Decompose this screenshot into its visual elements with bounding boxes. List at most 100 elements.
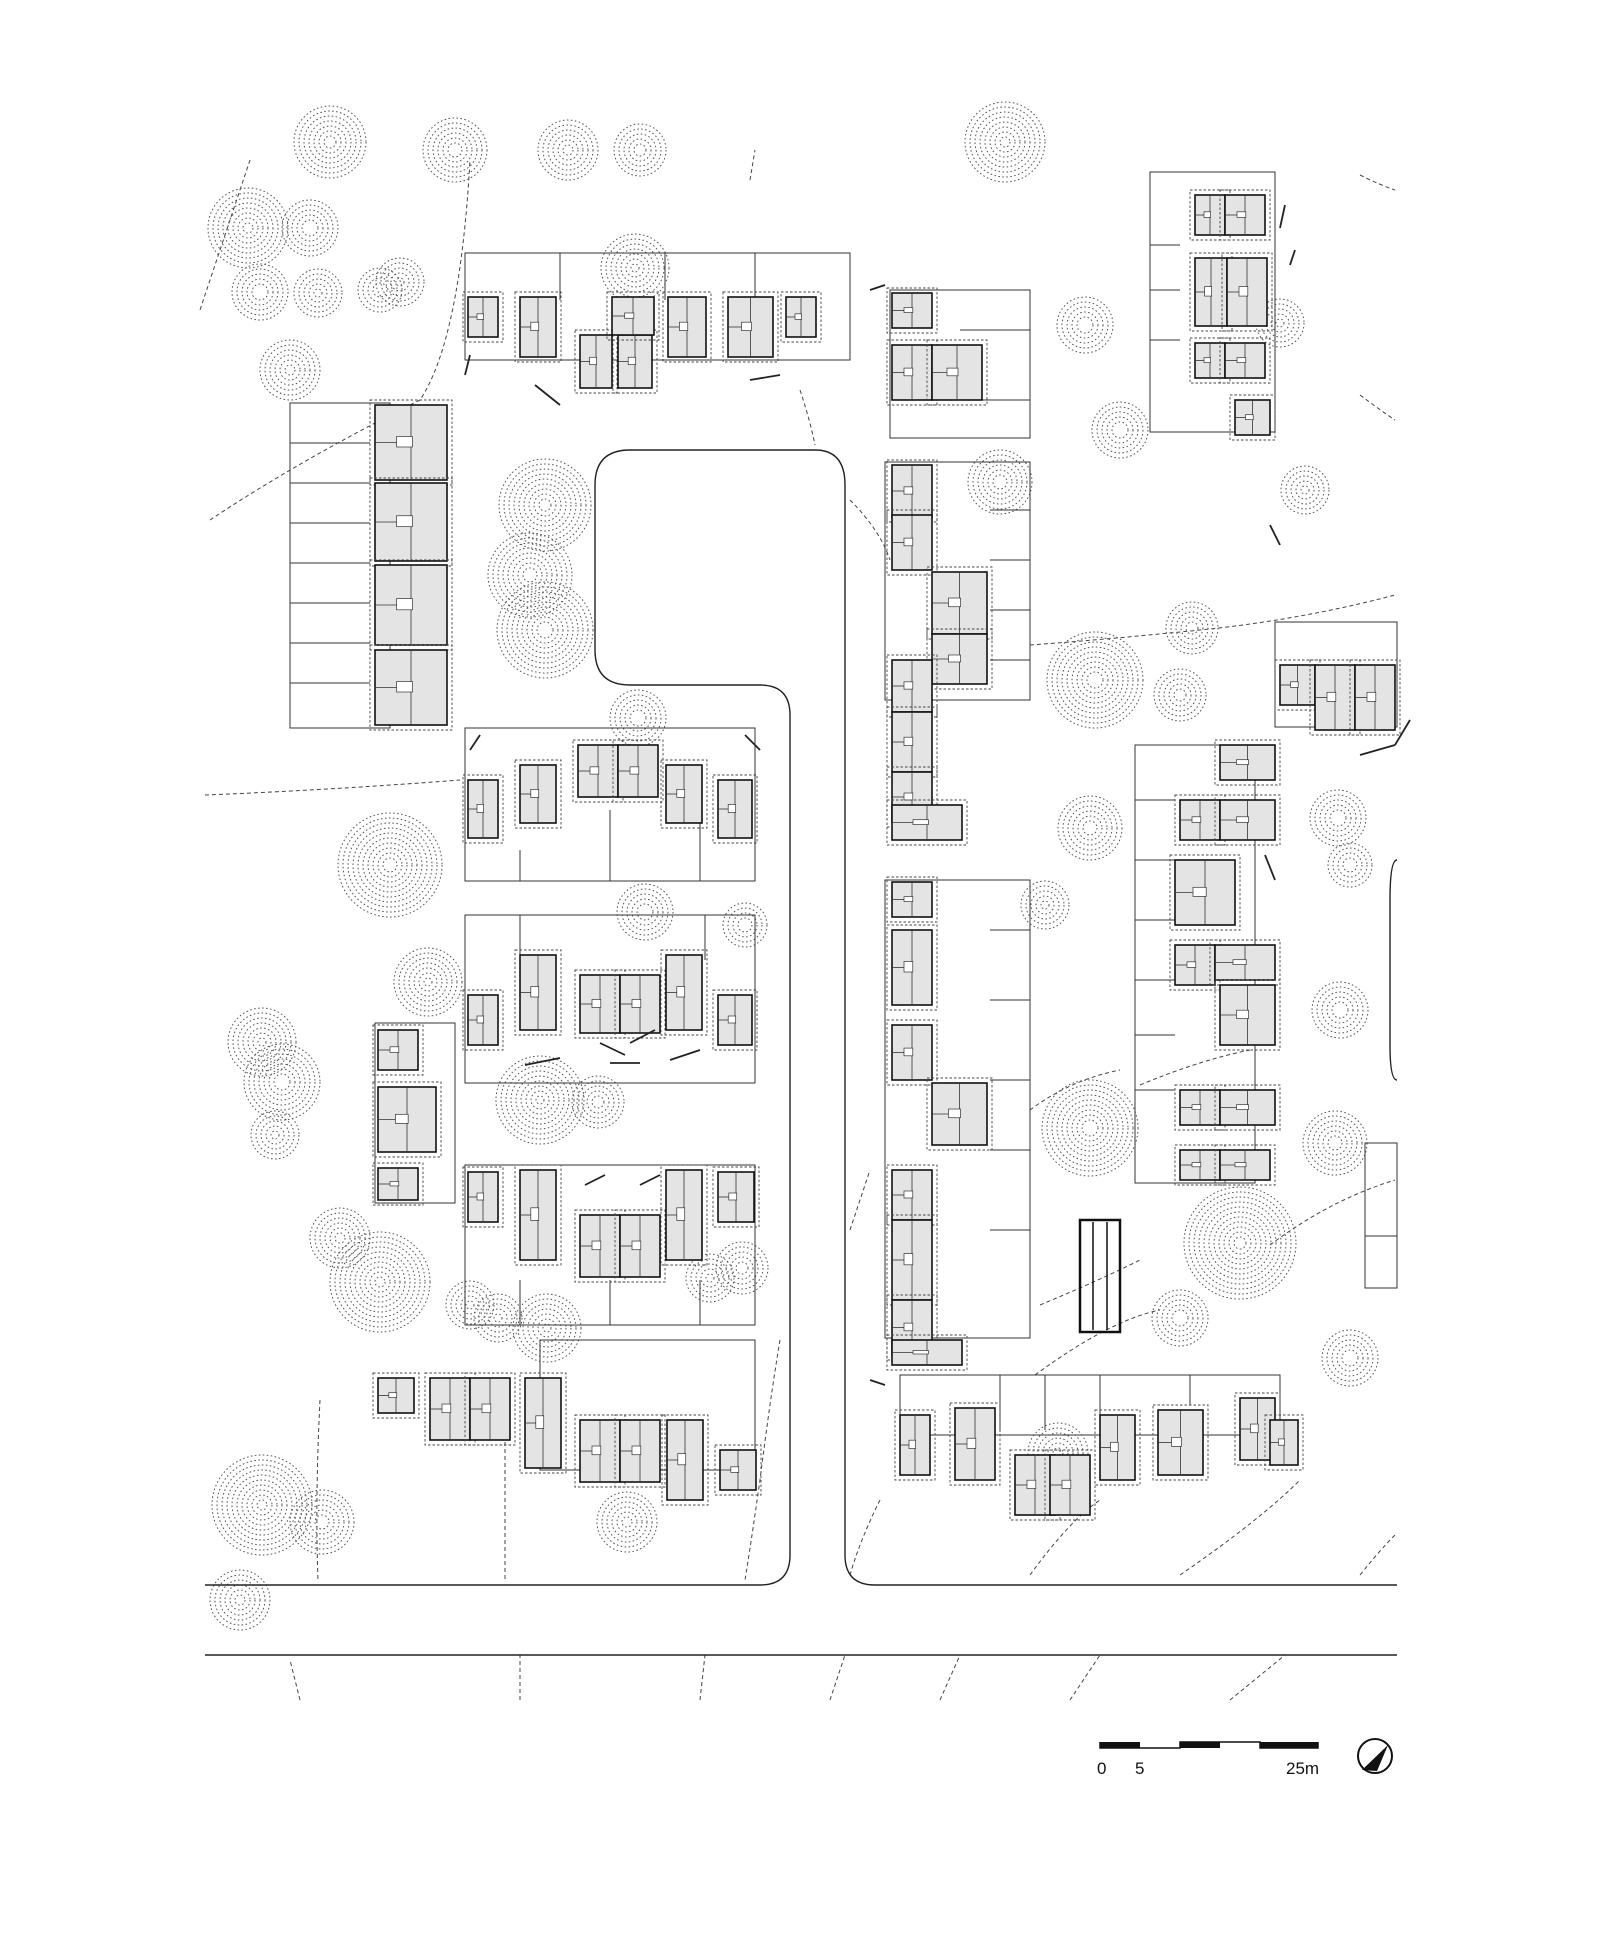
tree-ring bbox=[496, 581, 594, 679]
unit-setback bbox=[886, 876, 938, 923]
tree-ring bbox=[616, 1511, 638, 1533]
tree-ring bbox=[403, 957, 453, 1007]
footpath bbox=[1034, 1309, 1161, 1376]
stair-icon bbox=[1236, 357, 1247, 363]
stair-icon bbox=[903, 537, 914, 547]
housing-block bbox=[372, 1024, 442, 1206]
dwelling-unit bbox=[660, 949, 708, 1036]
tree-icon bbox=[1255, 298, 1305, 348]
unit-setback bbox=[612, 739, 664, 803]
shed-structure bbox=[1078, 1218, 1122, 1334]
tree-ring bbox=[1052, 1447, 1064, 1459]
stair-icon bbox=[389, 1046, 400, 1053]
plot-boundary bbox=[1364, 1142, 1398, 1289]
tree-ring bbox=[246, 278, 274, 306]
tree-ring bbox=[522, 1303, 572, 1353]
tree-ring bbox=[517, 562, 543, 588]
stair-icon bbox=[624, 312, 635, 319]
tree-ring bbox=[1076, 316, 1094, 334]
dwelling-unit bbox=[1219, 337, 1271, 384]
footpath bbox=[1029, 1069, 1121, 1111]
tree-ring bbox=[298, 110, 362, 174]
stair-icon bbox=[1203, 211, 1211, 218]
tree-ring bbox=[1076, 661, 1114, 699]
stair-icon bbox=[1191, 1162, 1202, 1168]
tree-ring bbox=[498, 458, 592, 552]
tree-ring bbox=[629, 709, 647, 727]
tree-ring bbox=[1336, 1344, 1364, 1372]
tree-ring bbox=[1280, 465, 1330, 515]
tree-ring bbox=[695, 1263, 725, 1293]
stair-icon bbox=[903, 1253, 914, 1266]
tree-ring bbox=[231, 263, 289, 321]
fence-line bbox=[1269, 524, 1281, 546]
tree-icon bbox=[571, 1075, 625, 1129]
tree-ring bbox=[255, 1115, 295, 1155]
unit-setback bbox=[1169, 939, 1221, 991]
tree-ring bbox=[1082, 820, 1098, 836]
tree-ring bbox=[979, 116, 1031, 168]
tree-ring bbox=[737, 917, 753, 933]
unit-setback bbox=[514, 759, 562, 829]
dwelling-unit bbox=[712, 1166, 760, 1228]
tree-ring bbox=[209, 1569, 271, 1631]
tree-icon bbox=[512, 1293, 582, 1363]
dwelling-unit bbox=[780, 291, 822, 343]
tree-icon bbox=[967, 449, 1033, 515]
stair-icon bbox=[589, 356, 597, 366]
unit-setback bbox=[886, 1334, 968, 1371]
tree-ring bbox=[515, 1075, 565, 1125]
housing-block bbox=[462, 739, 758, 844]
tree-ring bbox=[455, 1290, 485, 1320]
tree-ring bbox=[257, 1037, 267, 1047]
tree-ring bbox=[273, 1073, 291, 1091]
tree-ring bbox=[505, 1065, 575, 1135]
stair-icon bbox=[1110, 1441, 1119, 1452]
tree-ring bbox=[1312, 1120, 1358, 1166]
tree-ring bbox=[535, 1095, 545, 1105]
tree-ring bbox=[369, 1271, 391, 1293]
dwelling-unit bbox=[1274, 659, 1321, 711]
tree-ring bbox=[1056, 1094, 1124, 1162]
scale-label-end: 25m bbox=[1286, 1759, 1319, 1778]
stair-icon bbox=[730, 1466, 740, 1473]
tree-ring bbox=[318, 130, 342, 154]
footpath bbox=[199, 159, 251, 311]
unit-setback bbox=[462, 774, 504, 844]
unit-setback bbox=[1044, 1449, 1096, 1521]
stair-icon bbox=[396, 681, 413, 693]
tree-ring bbox=[294, 1494, 350, 1550]
unit-setback bbox=[780, 291, 822, 343]
stair-icon bbox=[1192, 886, 1207, 897]
tree-ring bbox=[1042, 1437, 1074, 1469]
tree-ring bbox=[234, 1594, 246, 1606]
tree-ring bbox=[281, 199, 339, 257]
tree-ring bbox=[1322, 1130, 1348, 1156]
tree-ring bbox=[251, 283, 269, 301]
tree-ring bbox=[232, 212, 264, 244]
dwelling-unit bbox=[1174, 794, 1226, 846]
unit-setback bbox=[712, 1166, 760, 1228]
tree-icon bbox=[289, 1489, 355, 1555]
tree-ring bbox=[507, 552, 553, 598]
unit-setback bbox=[1214, 794, 1281, 846]
tree-ring bbox=[342, 817, 438, 913]
tree-ring bbox=[1072, 810, 1108, 846]
unit-setback bbox=[660, 949, 708, 1036]
tree-ring bbox=[1037, 1432, 1079, 1474]
stair-icon bbox=[535, 1415, 545, 1429]
unit-setback bbox=[660, 1164, 708, 1266]
tree-ring bbox=[207, 187, 289, 269]
tree-icon bbox=[231, 263, 289, 321]
tree-ring bbox=[299, 1499, 345, 1545]
unit-setback bbox=[926, 1077, 993, 1151]
dwelling-unit bbox=[886, 1164, 938, 1226]
tree-ring bbox=[492, 537, 568, 613]
tree-ring bbox=[730, 1256, 754, 1280]
unit-setback bbox=[722, 291, 779, 363]
stair-icon bbox=[631, 1445, 642, 1456]
tree-ring bbox=[232, 1012, 292, 1072]
dwelling-unit bbox=[1219, 189, 1271, 241]
tree-ring bbox=[270, 1130, 280, 1140]
stair-icon bbox=[1236, 759, 1249, 765]
